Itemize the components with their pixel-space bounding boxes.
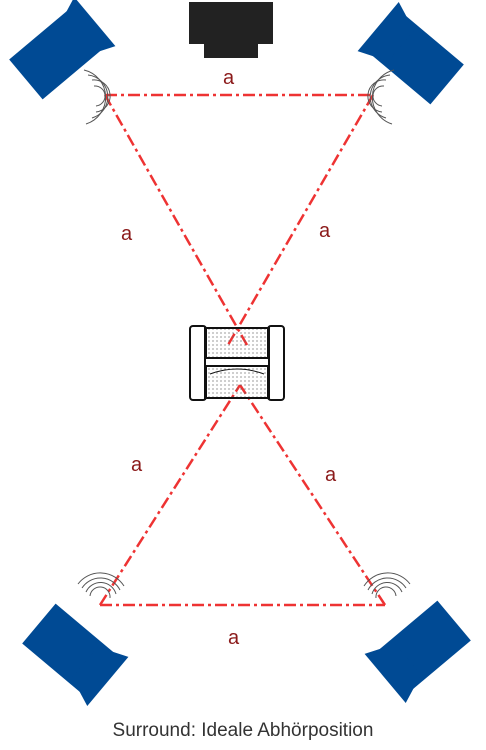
sound-waves-rear-left-icon bbox=[77, 572, 125, 599]
label-rear-right: a bbox=[325, 464, 337, 486]
front-right-to-listener-line bbox=[226, 94, 375, 346]
label-rear: a bbox=[228, 627, 240, 649]
rear-right-to-listener-line bbox=[238, 384, 387, 606]
speaker-front-right-icon bbox=[357, 2, 464, 105]
speaker-rear-right-icon bbox=[364, 600, 471, 703]
label-front-left: a bbox=[121, 223, 133, 245]
speaker-rear-left-icon bbox=[22, 603, 129, 706]
screen-icon bbox=[189, 2, 273, 58]
label-front: a bbox=[223, 67, 235, 89]
sound-waves-front-left-icon bbox=[83, 69, 111, 125]
front-left-to-listener-line bbox=[103, 94, 249, 346]
label-rear-left: a bbox=[131, 454, 143, 476]
speaker-front-left-icon bbox=[9, 0, 116, 100]
rear-left-to-listener-line bbox=[98, 384, 242, 606]
label-front-right: a bbox=[319, 220, 331, 242]
sound-waves-rear-right-icon bbox=[363, 572, 411, 599]
sound-waves-front-right-icon bbox=[367, 69, 395, 125]
armchair-icon bbox=[189, 325, 285, 401]
caption: Surround: Ideale Abhörposition bbox=[112, 720, 374, 741]
